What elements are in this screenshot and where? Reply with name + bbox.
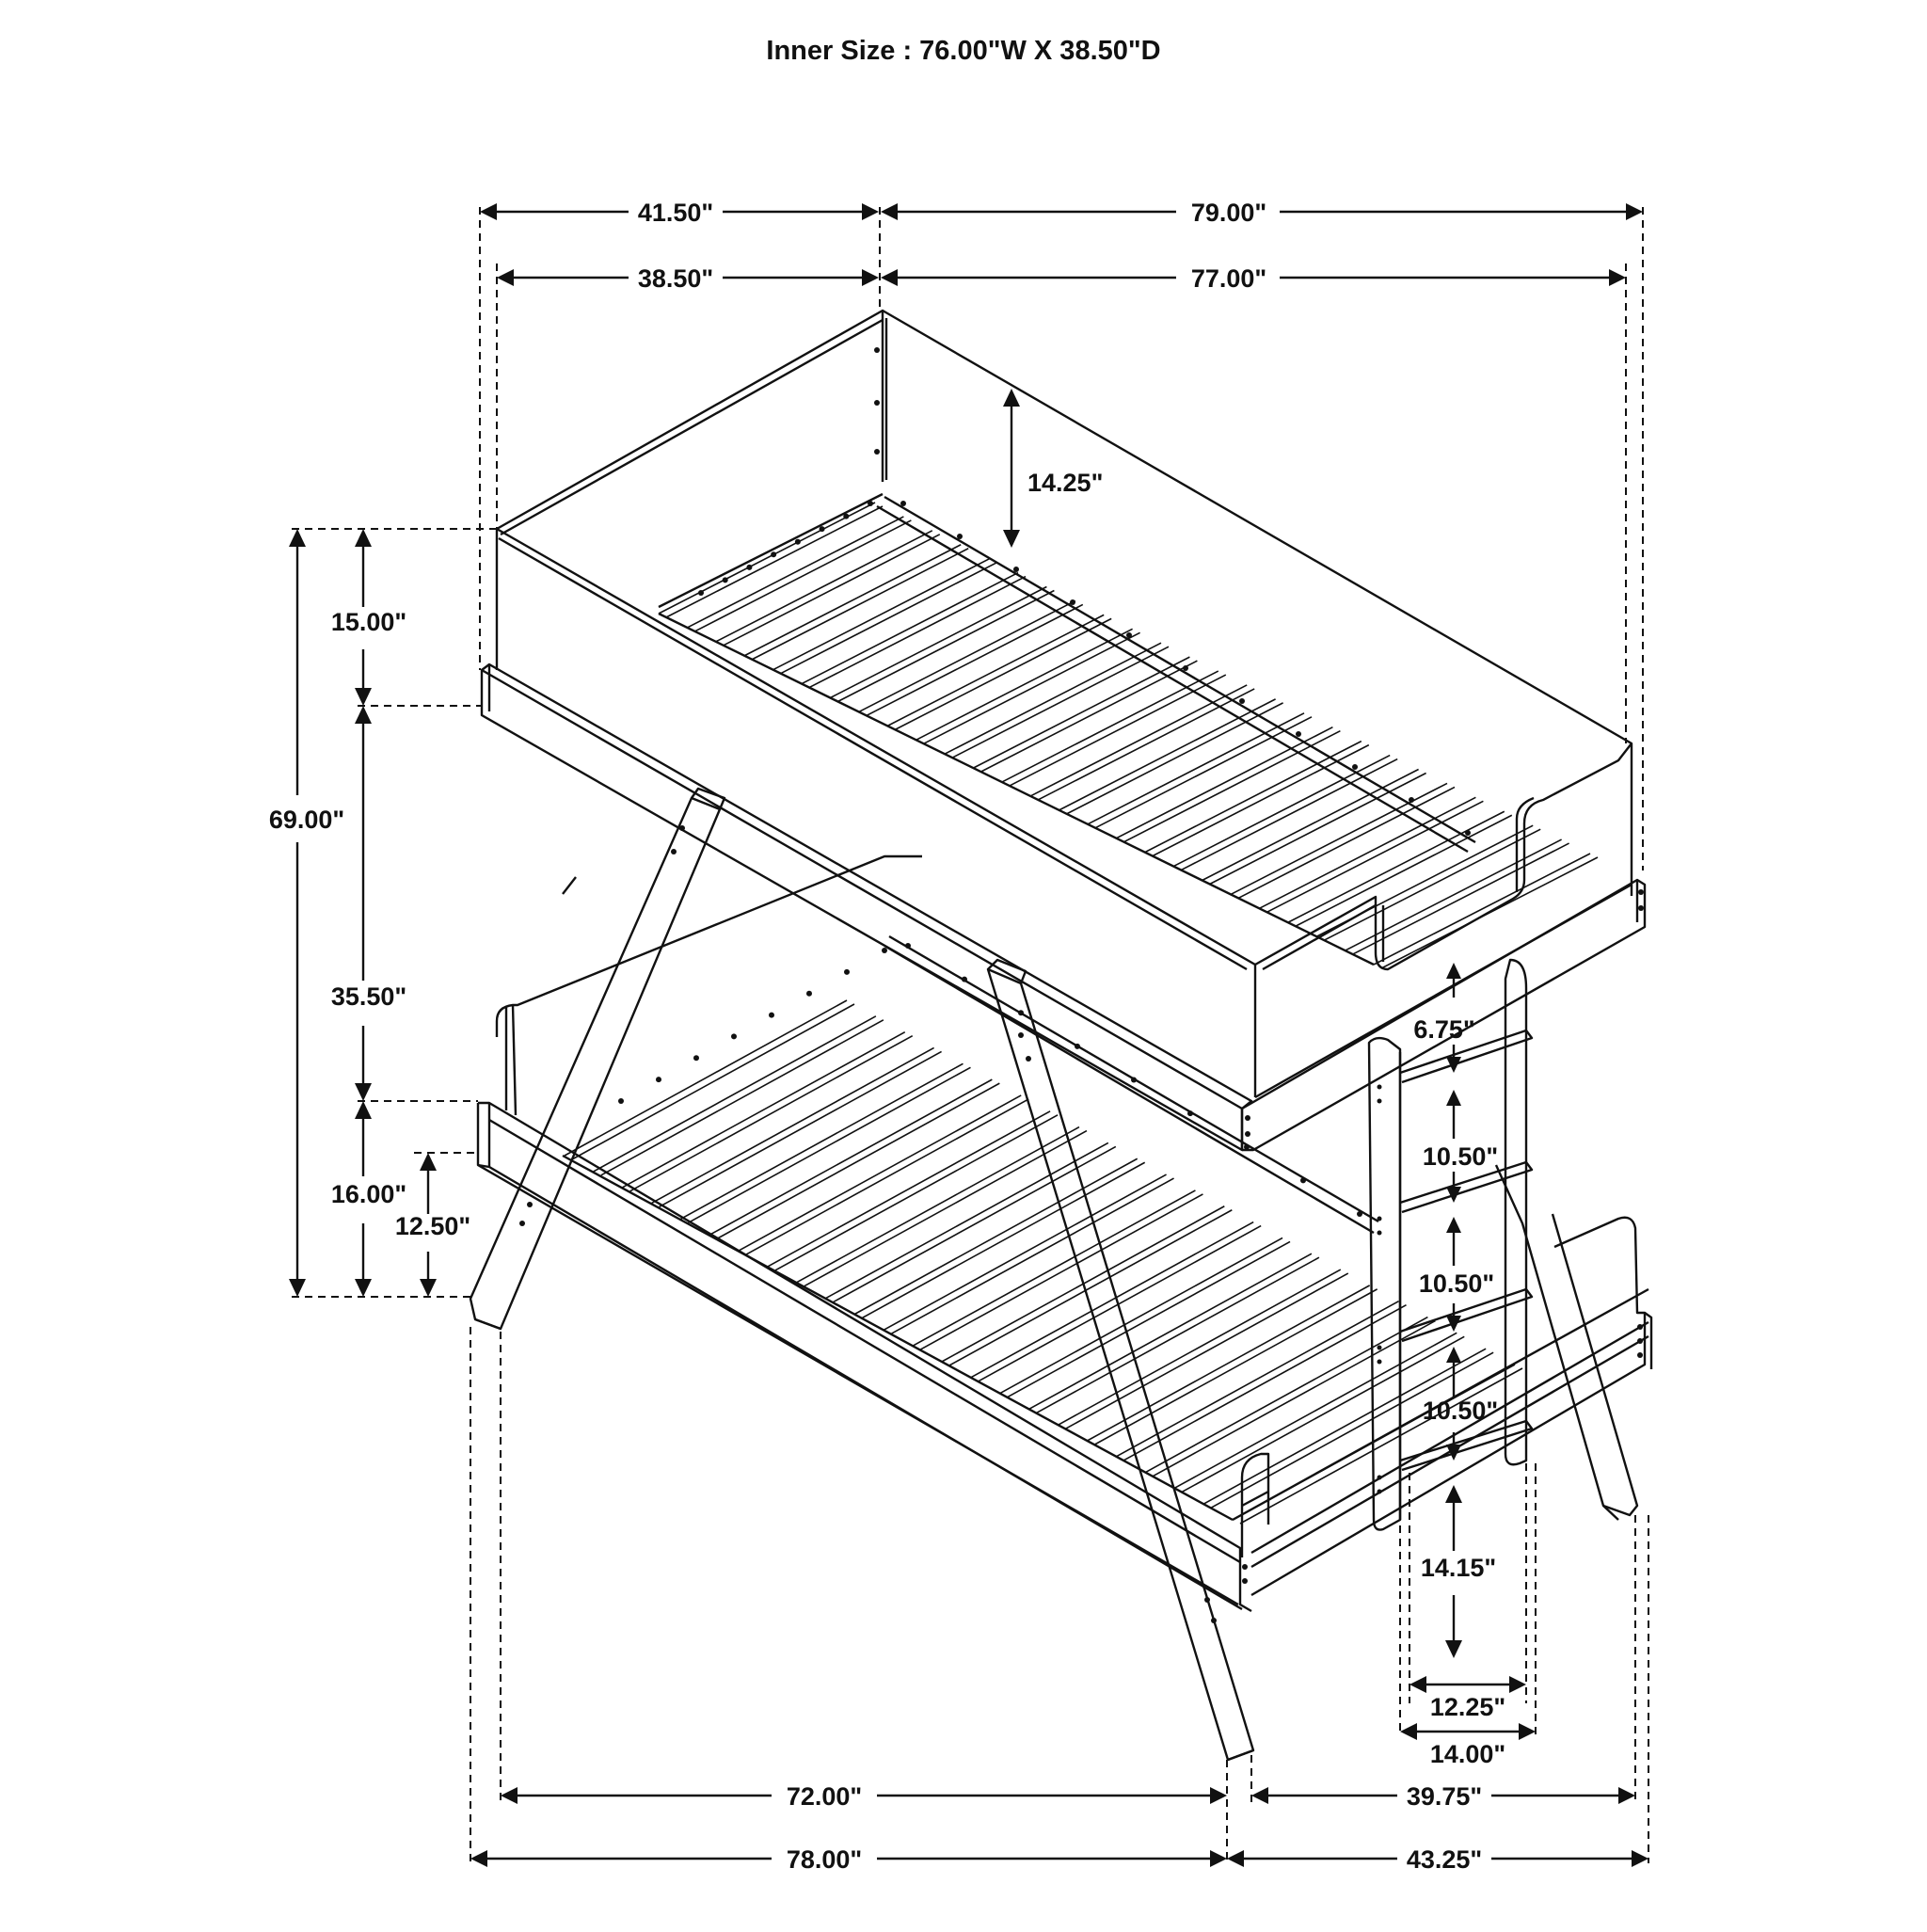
svg-text:16.00": 16.00": [331, 1180, 406, 1208]
dim-top-bunk-height: 15.00": [331, 529, 406, 706]
lower-bunk: [476, 854, 1653, 1613]
svg-text:41.50": 41.50": [638, 199, 713, 227]
svg-text:14.00": 14.00": [1430, 1740, 1505, 1768]
dim-ladder-outer-width: 14.00": [1400, 1723, 1536, 1768]
a-frame-legs: [469, 787, 1639, 1762]
dim-top-width-inner: 38.50": [497, 264, 879, 293]
svg-text:39.75": 39.75": [1407, 1782, 1482, 1811]
dim-top-length-outer: 79.00": [881, 199, 1643, 227]
svg-text:77.00": 77.00": [1191, 264, 1266, 293]
dim-base-width-outer: 43.25": [1227, 1845, 1648, 1874]
svg-text:72.00": 72.00": [787, 1782, 862, 1811]
diagram-title: Inner Size : 76.00"W X 38.50"D: [766, 36, 1160, 66]
ladder: [1367, 958, 1534, 1531]
svg-text:38.50": 38.50": [638, 264, 713, 293]
dim-bottom-bunk-height: 16.00": [331, 1101, 406, 1297]
dim-ladder-step-1: 10.50": [1423, 1090, 1498, 1203]
dim-base-length-outer: 78.00": [470, 1845, 1227, 1874]
lower-bunk-slats: [564, 999, 1523, 1525]
dim-bunk-clearance: 35.50": [331, 706, 406, 1101]
svg-text:15.00": 15.00": [331, 608, 406, 636]
svg-text:69.00": 69.00": [269, 806, 344, 834]
svg-text:43.25": 43.25": [1407, 1845, 1482, 1874]
svg-text:79.00": 79.00": [1191, 199, 1266, 227]
svg-text:10.50": 10.50": [1419, 1269, 1494, 1298]
dim-bottom-rail-height: 12.50": [395, 1153, 470, 1297]
svg-text:12.50": 12.50": [395, 1212, 470, 1240]
upper-bunk-slats: [658, 502, 1599, 969]
svg-text:10.50": 10.50": [1423, 1397, 1498, 1425]
svg-text:10.50": 10.50": [1423, 1142, 1498, 1171]
bunk-bed-drawing: [469, 309, 1653, 1762]
dimension-lines: 41.50" 79.00" 38.50" 77.00": [269, 199, 1649, 1874]
dim-ladder-inner-width: 12.25": [1409, 1676, 1526, 1721]
dim-top-length-inner: 77.00": [881, 264, 1626, 293]
svg-text:14.15": 14.15": [1421, 1554, 1496, 1582]
dim-guardrail-height: 14.25": [1003, 389, 1103, 548]
svg-text:6.75": 6.75": [1413, 1015, 1474, 1044]
dim-ladder-bottom: 14.15": [1421, 1485, 1496, 1658]
dim-ladder-step-2: 10.50": [1419, 1217, 1494, 1332]
dim-overall-height: 69.00": [269, 529, 344, 1297]
dim-ladder-step-3: 10.50": [1423, 1347, 1498, 1461]
dim-ladder-step-top: 6.75": [1413, 963, 1475, 1073]
svg-text:12.25": 12.25": [1430, 1693, 1505, 1721]
dim-base-width-inner: 39.75": [1251, 1782, 1635, 1811]
svg-text:14.25": 14.25": [1027, 469, 1103, 497]
dim-top-width-outer: 41.50": [480, 199, 879, 227]
upper-bunk: [480, 309, 1647, 1152]
svg-text:35.50": 35.50": [331, 982, 406, 1011]
dim-base-length-inner: 72.00": [501, 1782, 1227, 1811]
svg-text:78.00": 78.00": [787, 1845, 862, 1874]
